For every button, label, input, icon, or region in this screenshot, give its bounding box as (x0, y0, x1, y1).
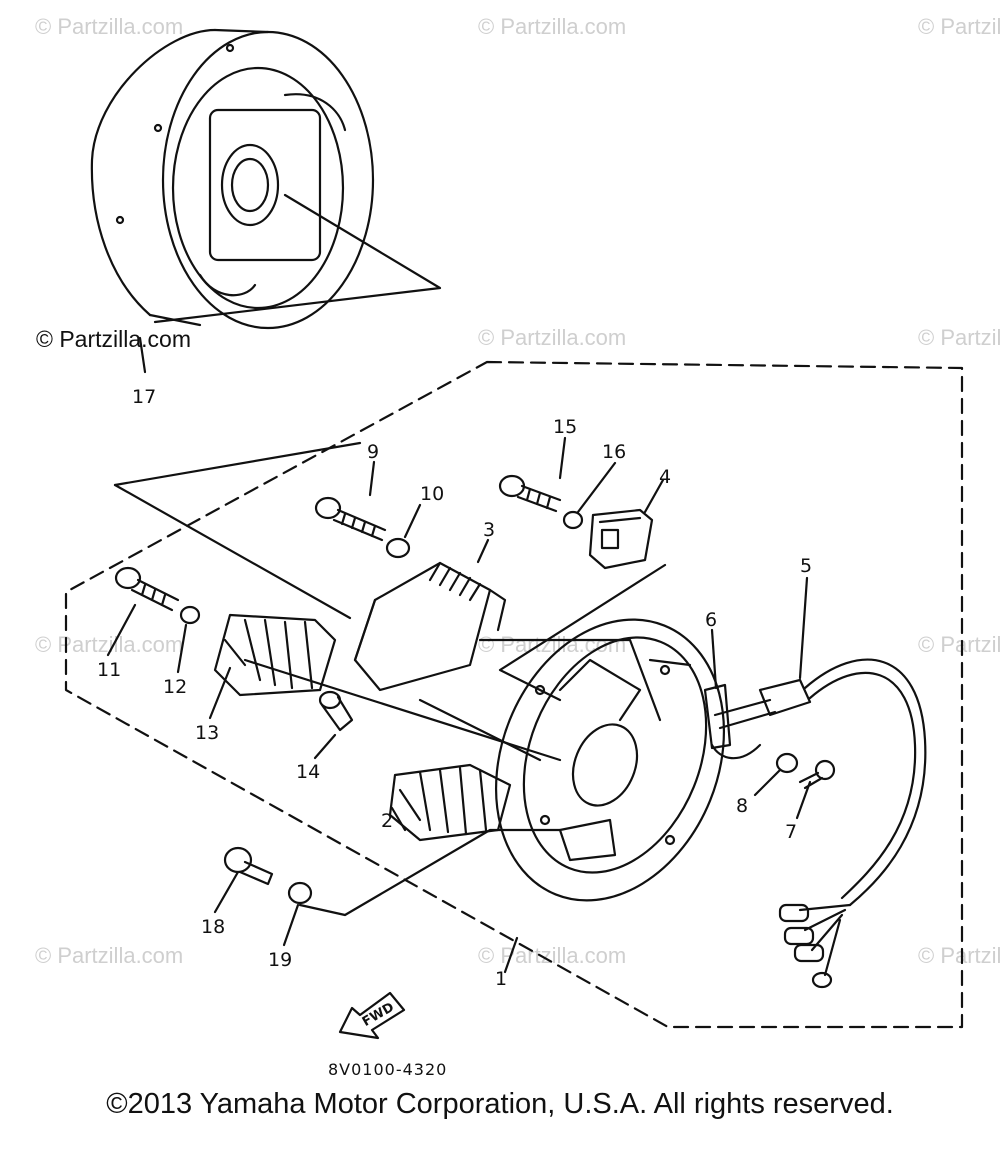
callout-line-13 (208, 666, 232, 720)
fwd-arrow (338, 991, 406, 1040)
callout-14: 14 (296, 761, 320, 783)
callout-line-12 (176, 623, 188, 674)
callout-line-5 (798, 576, 809, 680)
watermark: © Partzilla.com (35, 943, 184, 968)
callout-line-15 (558, 436, 567, 480)
callout-13: 13 (195, 722, 219, 744)
washer-16 (562, 510, 584, 530)
watermark: © Partzilla.com (478, 14, 627, 39)
callout-12: 12 (163, 676, 187, 698)
callout-19: 19 (268, 949, 292, 971)
callout-6: 6 (705, 609, 717, 631)
leader-11 (113, 483, 352, 620)
watermark: © Partzilla.com (918, 325, 1000, 350)
callout-line-8 (753, 768, 782, 797)
washer-8 (775, 752, 799, 774)
bolt-18 (223, 846, 274, 886)
callout-line-18 (213, 870, 240, 914)
grommet-6 (703, 683, 762, 760)
callout-7: 7 (785, 821, 797, 843)
stator-base-plate (494, 618, 726, 902)
callout-line-2 (390, 806, 407, 832)
watermark: © Partzilla.com (918, 943, 1000, 968)
callout-4: 4 (659, 466, 671, 488)
callout-16: 16 (602, 441, 626, 463)
callout-15: 15 (553, 416, 577, 438)
callout-line-14 (313, 733, 337, 760)
coil-13 (213, 613, 337, 697)
callout-9: 9 (367, 441, 379, 463)
watermark: © Partzilla.com (918, 632, 1000, 657)
bolt-15 (498, 474, 562, 513)
washer-19 (287, 881, 313, 905)
callout-line-4 (643, 478, 665, 514)
flywheel-rotor (90, 28, 375, 330)
callout-line-11 (106, 603, 137, 657)
callout-2: 2 (381, 810, 393, 832)
bolt-9 (314, 496, 387, 542)
spacer-14 (318, 690, 354, 732)
leader-2 (418, 698, 542, 762)
assembly-boundary (64, 360, 964, 1029)
callout-line-7 (795, 780, 812, 820)
callout-line-19 (282, 903, 300, 947)
watermark: © Partzilla.com (35, 14, 184, 39)
leader-17 (153, 193, 442, 324)
callout-8: 8 (736, 795, 748, 817)
leader-3 (478, 638, 662, 722)
callout-line-1 (503, 936, 519, 974)
callout-5: 5 (800, 555, 812, 577)
coil-3 (353, 561, 507, 692)
watermark: © Partzilla.com (918, 14, 1000, 39)
callout-18: 18 (201, 916, 225, 938)
leader-4 (498, 563, 667, 702)
coil-4 (588, 508, 654, 570)
watermark: © Partzilla.com (478, 325, 627, 350)
callout-line-6 (710, 628, 718, 690)
callout-line-16 (576, 461, 617, 514)
bolt-11 (114, 566, 180, 612)
watermark-featured: © Partzilla.com (36, 326, 191, 352)
callout-line-10 (403, 503, 422, 539)
callout-17: 17 (132, 386, 156, 408)
copyright-notice: ©2013 Yamaha Motor Corporation, U.S.A. A… (106, 1088, 894, 1120)
callout-line-17 (138, 336, 147, 374)
wire-harness-5 (713, 658, 927, 989)
callout-3: 3 (483, 519, 495, 541)
callout-10: 10 (420, 483, 444, 505)
leader-19 (298, 828, 562, 917)
leader-9 (113, 441, 362, 487)
diagram-code: 8V0100-4320 (328, 1060, 447, 1079)
washer-12 (179, 605, 201, 625)
watermark: © Partzilla.com (478, 943, 627, 968)
coil-2 (388, 763, 512, 842)
washer-10 (385, 537, 411, 559)
callout-line-3 (476, 538, 490, 564)
callout-1: 1 (495, 968, 507, 990)
leader-13 (243, 658, 562, 762)
screw-7 (798, 759, 836, 790)
callout-line-9 (368, 460, 376, 497)
callout-11: 11 (97, 659, 121, 681)
